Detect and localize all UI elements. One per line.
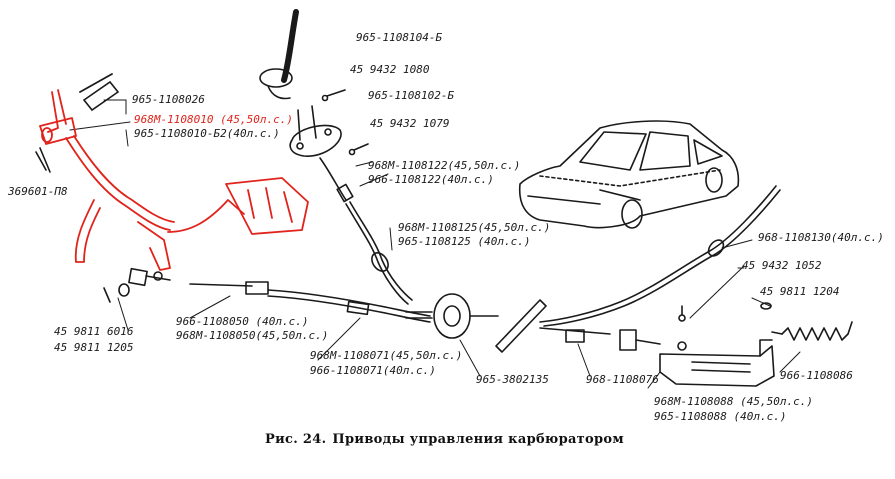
label-966-1108071: 966-1108071(40л.с.) bbox=[310, 364, 436, 377]
label-965-3802135: 965-3802135 bbox=[476, 373, 549, 386]
label-965-1108026: 965-1108026 bbox=[132, 93, 205, 106]
label-968-1108076: 968-1108076 bbox=[586, 373, 659, 386]
label-968m-1108050: 968М-1108050(45,50л.с.) bbox=[176, 329, 329, 342]
carburetor-rod bbox=[539, 327, 661, 351]
label-968m-1108071: 968М-1108071(45,50л.с.) bbox=[310, 349, 463, 362]
cross-shaft-lever bbox=[405, 293, 547, 353]
figure-title: Приводы управления карбюратором bbox=[332, 432, 624, 447]
label-965-1108010-b2: 965-1108010-Б2(40л.с.) bbox=[134, 127, 280, 140]
label-369601-p8: 369601-П8 bbox=[8, 185, 68, 198]
label-968-1108130: 968-1108130(40л.с.) bbox=[758, 231, 884, 244]
label-966-1108086: 966-1108086 bbox=[780, 369, 853, 382]
label-968m-1108088: 968М-1108088 (45,50л.с.) bbox=[654, 395, 813, 408]
label-965-1108104-b: 965-1108104-Б bbox=[356, 31, 443, 44]
label-966-1108122: 966-1108122(40л.с.) bbox=[368, 173, 494, 186]
car-silhouette bbox=[518, 120, 740, 229]
label-965-1108088: 965-1108088 (40л.с.) bbox=[654, 410, 787, 423]
label-965-1108125: 965-1108125 (40л.с.) bbox=[398, 235, 531, 248]
label-968m-1108010: 968М-1108010 (45,50л.с.) bbox=[134, 113, 293, 126]
label-45-9811-1204: 45 9811 1204 bbox=[760, 285, 840, 298]
leader-lines bbox=[69, 99, 801, 389]
label-968m-1108125: 968М-1108125(45,50л.с.) bbox=[398, 221, 551, 234]
label-45-9811-1205: 45 9811 1205 bbox=[54, 341, 134, 354]
pedal-fasteners bbox=[35, 147, 171, 303]
label-968m-1108122: 968М-1108122(45,50л.с.) bbox=[368, 159, 521, 172]
guide-bracket bbox=[289, 89, 369, 157]
small-fasteners-right bbox=[678, 302, 772, 322]
accelerator-cable-upper bbox=[539, 185, 781, 327]
label-966-1108050: 966-1108050 (40л.с.) bbox=[176, 315, 309, 328]
label-965-1108102-b: 965-1108102-Б bbox=[368, 89, 455, 102]
label-45-9432-1080: 45 9432 1080 bbox=[350, 63, 430, 76]
figure-caption: Рис. 24. Приводы управления карбюратором bbox=[0, 432, 895, 447]
accelerator-cable-lower bbox=[189, 281, 431, 323]
mounting-bracket bbox=[659, 339, 775, 387]
label-45-9432-1079: 45 9432 1079 bbox=[370, 117, 450, 130]
label-45-9811-6016: 45 9811 6016 bbox=[54, 325, 134, 338]
pedal-sleeve bbox=[82, 80, 120, 112]
figure-number: Рис. 24. bbox=[265, 432, 327, 447]
label-45-9432-1052: 45 9432 1052 bbox=[742, 259, 822, 272]
hand-throttle-cable bbox=[319, 157, 413, 305]
accelerator-pedal-assembly bbox=[39, 73, 309, 271]
return-spring bbox=[771, 321, 853, 341]
hand-throttle-knob bbox=[259, 9, 299, 100]
